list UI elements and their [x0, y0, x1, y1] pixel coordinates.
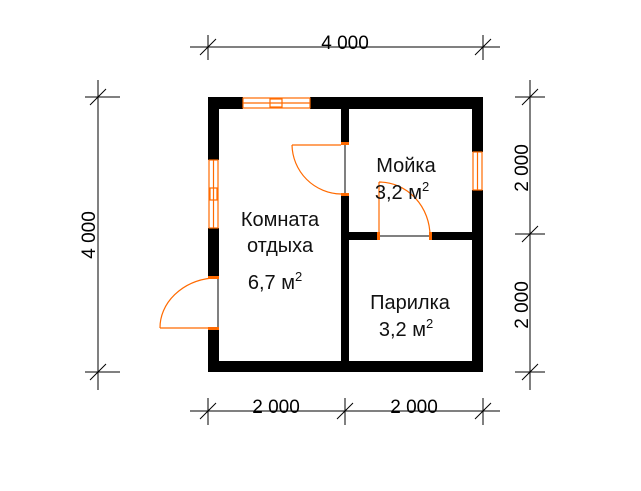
- entrance-door: [159, 276, 219, 330]
- room-area: 6,7 м2: [248, 269, 302, 294]
- dimension-right: 2 000 2 000: [512, 80, 545, 390]
- dimension-label: 2 000: [390, 397, 438, 418]
- dimension-label: 2 000: [512, 281, 533, 329]
- interior-door-mojka: [291, 142, 349, 196]
- dimension-label: 2 000: [512, 144, 533, 192]
- svg-text:Мойка: Мойка: [376, 155, 436, 177]
- dimension-label: 2 000: [252, 397, 300, 418]
- svg-text:отдыха: отдыха: [247, 235, 314, 257]
- room-parilka: Парилка 3,2 м2: [370, 292, 451, 341]
- window-left: [208, 159, 219, 229]
- dimension-top: 4 000: [190, 33, 500, 60]
- room-area: 3,2 м2: [375, 179, 429, 204]
- dimension-label: 4 000: [79, 211, 100, 259]
- interior-door-parilka: [377, 181, 432, 240]
- dimension-bottom: 2 000 2 000: [190, 397, 500, 425]
- room-komnata-otdykha: Комната отдыха 6,7 м2: [241, 209, 320, 294]
- window-top: [242, 97, 311, 109]
- window-right: [472, 151, 483, 191]
- room-area: 3,2 м2: [379, 316, 433, 341]
- room-mojka: Мойка 3,2 м2: [375, 155, 437, 204]
- svg-text:Парилка: Парилка: [370, 292, 451, 314]
- dimension-label: 4 000: [321, 33, 369, 54]
- dimension-left: 4 000: [79, 80, 120, 390]
- walls: [208, 97, 483, 372]
- svg-text:Комната: Комната: [241, 209, 320, 231]
